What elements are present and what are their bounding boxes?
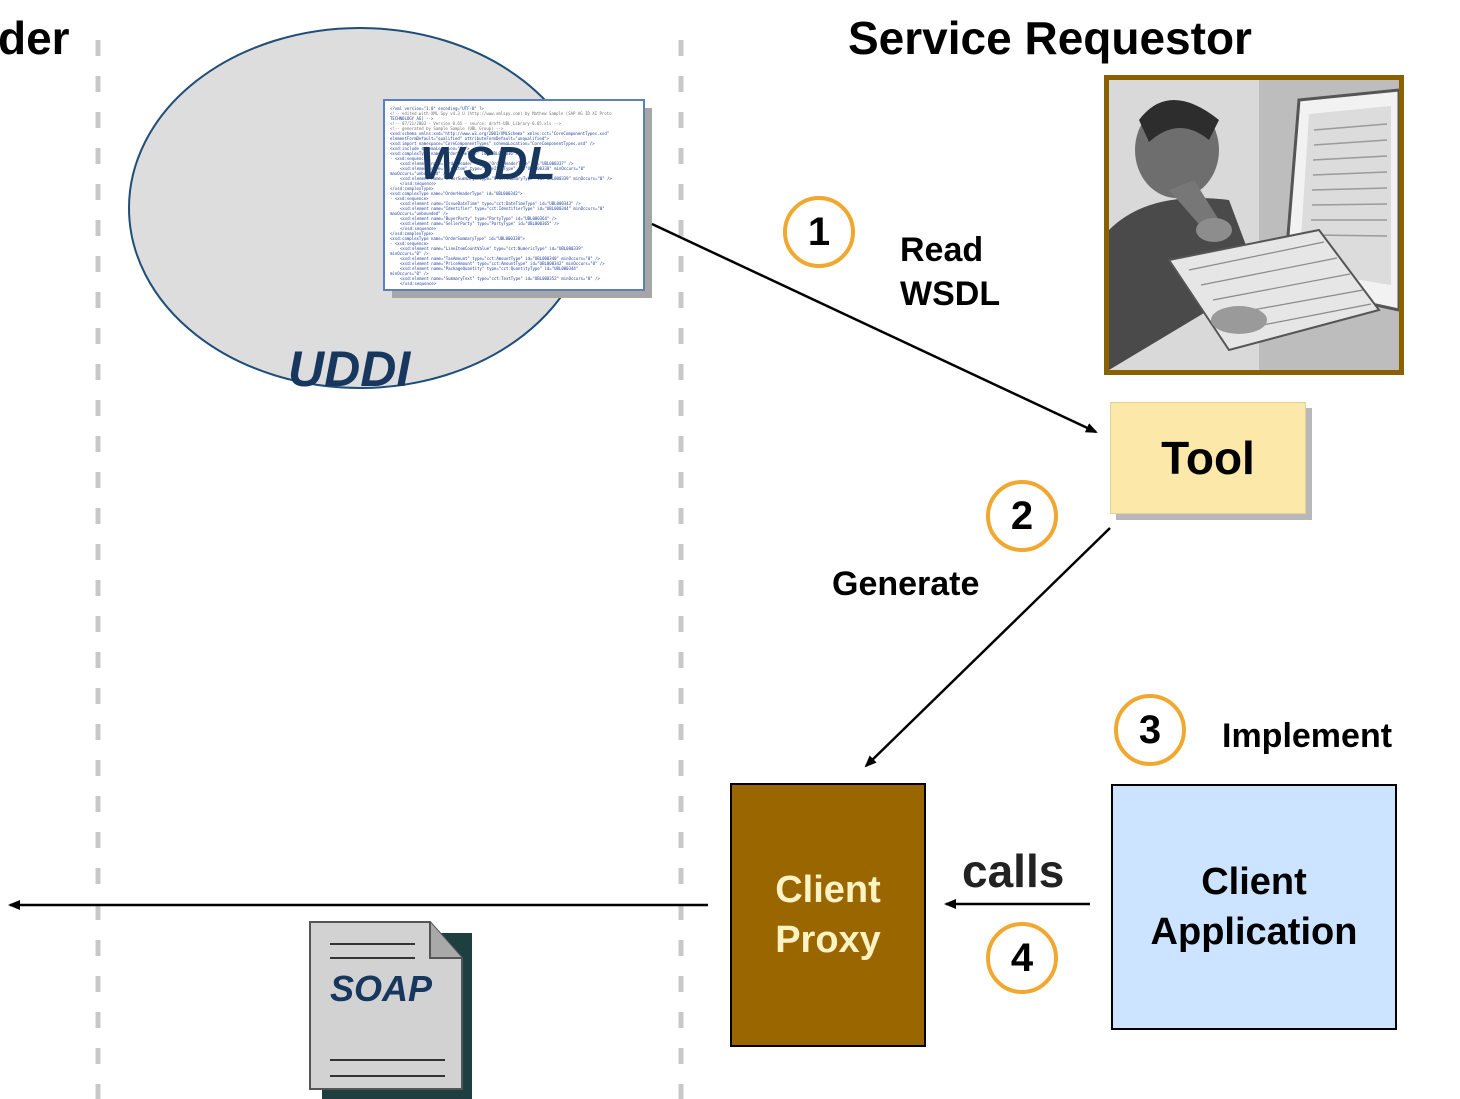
requestor-photo [1104,75,1404,375]
wsdl-code-line: </xsd:sequence> [400,226,437,231]
client-application-box: Client Application [1111,784,1397,1030]
wsdl-code-line: <xsd:element name="SummaryText" type="cc… [400,276,600,281]
wsdl-code-line: <xsd:element name="OrderSummary" type="O… [400,176,613,181]
wsdl-code-line: </xsd:sequence> [400,181,437,186]
generate-arrow [864,527,1111,768]
wsdl-code-line: - <xsd:sequence> [390,196,429,201]
step-1-circle: 1 [783,196,855,268]
wsdl-code-line: <xsd:element name="SellerParty" type="Pa… [400,221,560,226]
wsdl-code-line: <xsd:element name="OrderHeader" type="Or… [400,161,574,166]
wsdl-code-line: <xsd:element name="LineItemCountValue" t… [400,246,583,251]
client-application-label-line-1: Client [1201,861,1307,903]
calls-label: calls [962,845,1065,897]
wsdl-code-line: <?xml version="1.0" encoding="UTF-8" ?> [390,106,485,111]
client-proxy-label-line-1: Client [775,869,881,911]
step-1-label: Read WSDL [900,228,1000,316]
wsdl-code-line: <!-- edited with XML Spy v4.3 U (http://… [390,111,612,116]
wsdl-code-line: - <xsd:sequence> [390,241,429,246]
step-2-label: Generate [832,565,980,603]
wsdl-code-line: minOccurs="0" /> [390,271,429,276]
soap-label: SOAP [330,968,433,1009]
wsdl-code-line: <!-- generated by Sample Sample (UBL Gro… [390,126,504,131]
wsdl-code-line: elementFormDefault="qualified" attribute… [390,136,550,141]
step-3-circle: 3 [1114,694,1186,766]
wsdl-label: WSDL [420,137,556,189]
wsdl-code-line: <xsd:element name="Identifier" type="cct… [400,206,605,211]
step-4-circle: 4 [986,922,1058,994]
client-application-label-line-2: Application [1150,911,1358,953]
wsdl-code-line: <xsd:complexType name="OrderHeaderType" … [390,191,523,196]
soap-document [309,921,472,1099]
wsdl-code-line: <xsd:element name="PriceAmount" type="cc… [400,261,605,266]
client-proxy-box: Client Proxy [730,783,926,1047]
step-1-label-line-1: Read [900,231,984,269]
wsdl-code-lines: <?xml version="1.0" encoding="UTF-8" ?><… [390,106,613,286]
wsdl-document: <?xml version="1.0" encoding="UTF-8" ?><… [383,99,652,298]
wsdl-code-line: minOccurs="0" /> [390,251,429,256]
wsdl-code-line: <xsd:element name="IssueDateTime" type="… [400,201,581,206]
wsdl-code-line: <xsd:schema xmlns:xsd="http://www.w3.org… [390,131,609,136]
wsdl-code-line: TECHNOLOGY AG) --> [390,116,434,121]
wsdl-code-line: <xsd:element name="PackageQuantity" type… [400,266,578,271]
wsdl-code-line: </xsd:sequence> [400,281,437,286]
wsdl-code-line: <xsd:import namespace="CoreComponentType… [390,141,595,146]
client-proxy-label-line-2: Proxy [775,919,881,961]
uddi-label: UDDI [288,341,411,397]
wsdl-code-line: <xsd:complexType name="OrderSummaryType"… [390,236,525,241]
wsdl-code-line: maxOccurs="unbounded" /> [390,211,448,216]
step-1-label-line-2: WSDL [900,275,1001,313]
tool-box: Tool [1110,402,1306,514]
wsdl-code-line: </xsd:complexType> [390,186,434,191]
wsdl-code-line: <xsd:element name="LineItem" type="LineI… [400,166,585,171]
tool-label: Tool [1161,432,1255,484]
step-2-circle: 2 [986,480,1058,552]
wsdl-code-line: </xsd:complexType> [390,231,434,236]
wsdl-code-line: - <xsd:sequence> [390,156,429,161]
step-3-label: Implement [1222,717,1393,755]
person-at-computer-image [1109,80,1399,370]
wsdl-code-line: <!-- 07/21/2003 - Version 0.65 - source:… [390,121,562,126]
wsdl-code-line: <xsd:element name="BuyerParty" type="Par… [400,216,557,221]
requestor-heading: Service Requestor [848,12,1252,64]
wsdl-code-line: <xsd:complexType name="OrderLineType" id… [390,151,518,156]
read-wsdl-arrow [651,222,1098,434]
wsdl-code-line: maxOccurs="unbounded" /> [390,171,448,176]
provider-heading: der [0,12,70,64]
wsdl-code-line: <xsd:include schemaLocation="" /> [390,146,470,151]
wsdl-code-line: <xsd:element name="TaxAmount" type="cct:… [400,256,600,261]
